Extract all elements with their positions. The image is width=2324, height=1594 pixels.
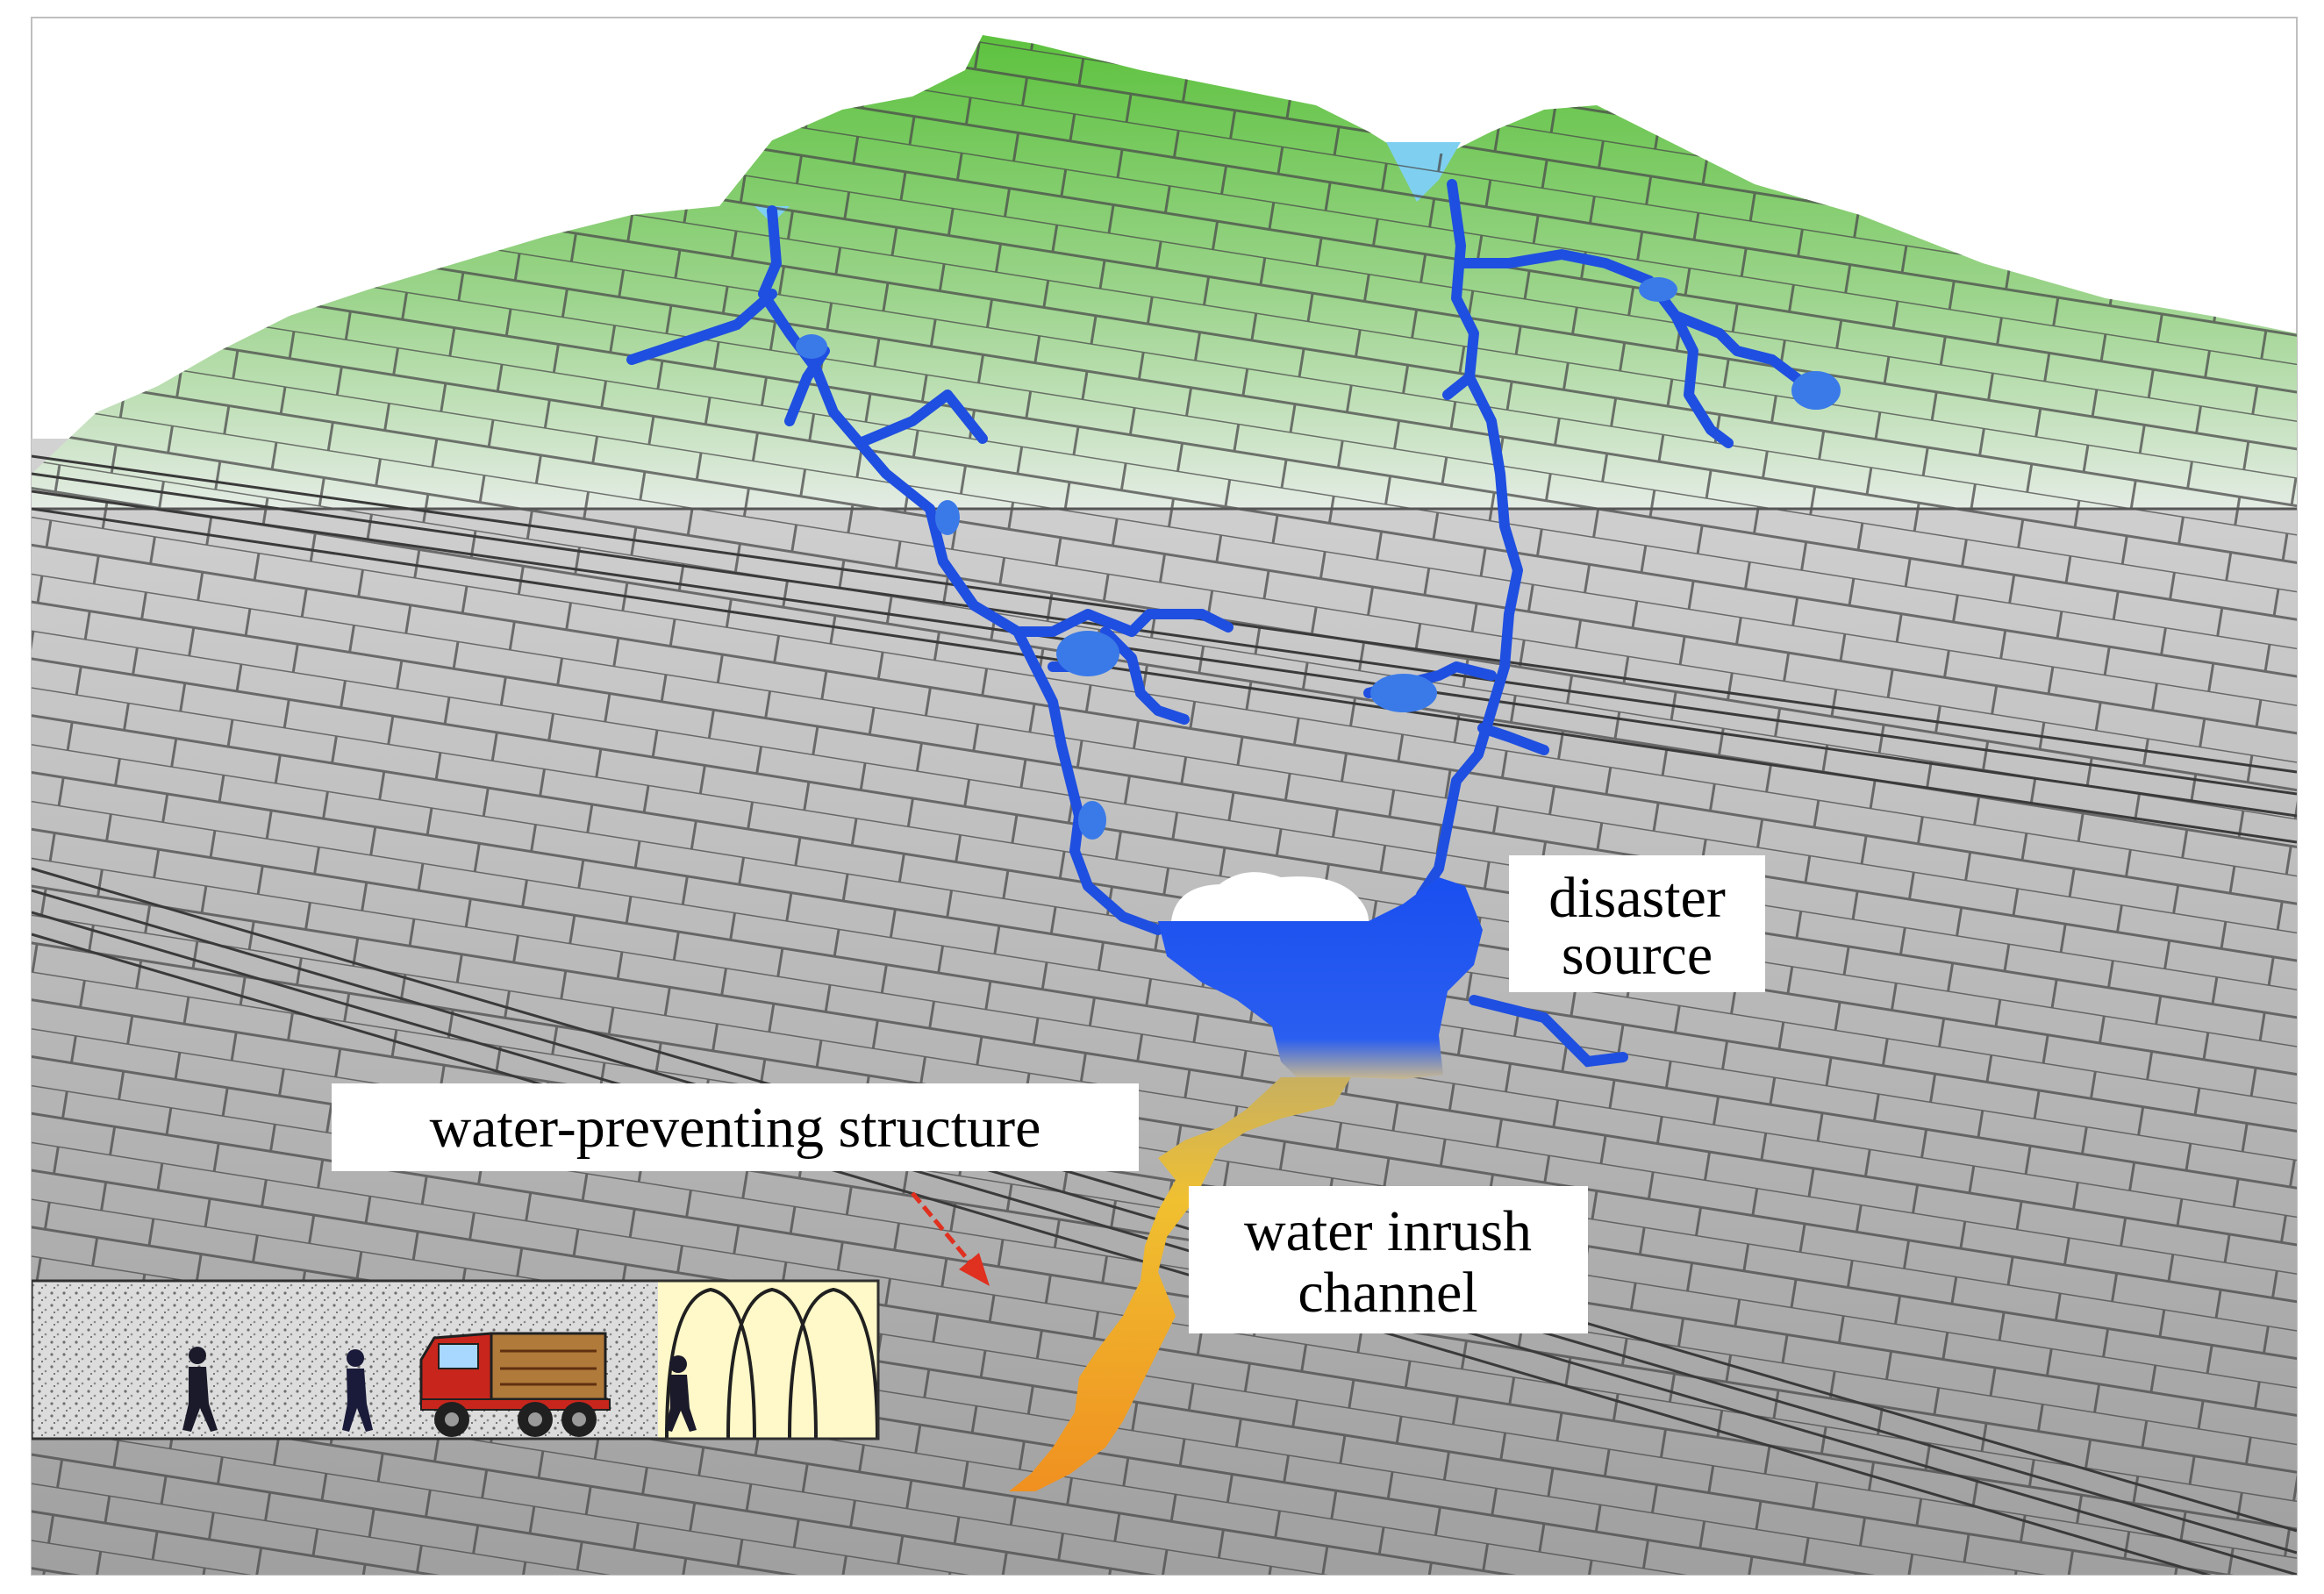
water-preventing-structure-text: water-preventing structure [430,1096,1041,1160]
water-inrush-line1: water inrush [1244,1199,1532,1263]
label-disaster-source: disaster source [1509,855,1765,992]
label-water-preventing-structure: water-preventing structure [332,1083,1139,1171]
label-water-inrush-channel: water inrush channel [1189,1186,1588,1333]
disaster-source-line2: source [1562,923,1713,987]
disaster-source-line1: disaster [1548,866,1726,930]
water-inrush-line2: channel [1298,1261,1477,1325]
tunnel [32,1281,878,1439]
